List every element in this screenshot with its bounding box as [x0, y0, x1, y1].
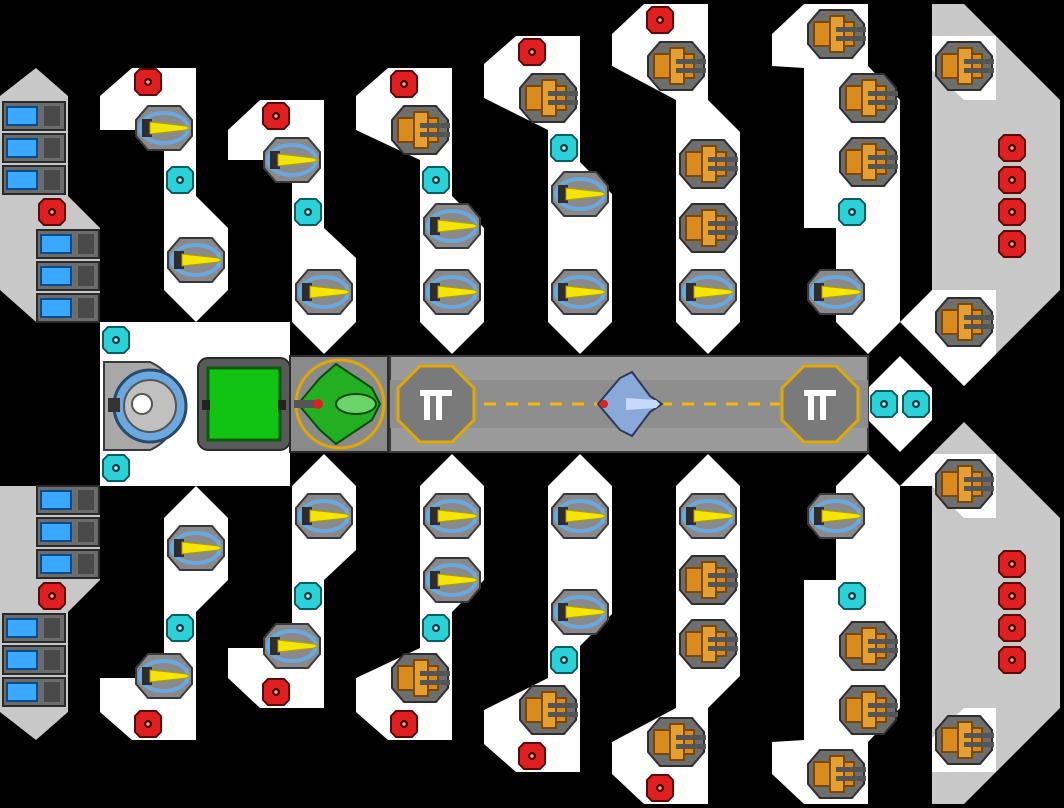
armor-node-icon[interactable]: [38, 198, 66, 226]
cannon-turret-icon[interactable]: [519, 685, 579, 735]
thruster-node-icon[interactable]: [550, 646, 578, 674]
landing-pad-icon[interactable]: [396, 364, 476, 444]
thruster-node-icon[interactable]: [902, 390, 930, 418]
landing-pad-icon[interactable]: [780, 364, 860, 444]
battery-icon[interactable]: [2, 165, 66, 195]
cannon-turret-icon[interactable]: [839, 685, 899, 735]
laser-turret-icon[interactable]: [262, 136, 322, 184]
laser-turret-icon[interactable]: [294, 268, 354, 316]
thruster-node-icon[interactable]: [294, 198, 322, 226]
cannon-turret-icon[interactable]: [807, 749, 867, 799]
cannon-turret-icon[interactable]: [647, 717, 707, 767]
laser-turret-icon[interactable]: [550, 492, 610, 540]
thruster-node-icon[interactable]: [422, 614, 450, 642]
thruster-node-icon[interactable]: [838, 582, 866, 610]
laser-turret-icon[interactable]: [422, 202, 482, 250]
thruster-node-icon[interactable]: [870, 390, 898, 418]
armor-node-icon[interactable]: [998, 166, 1026, 194]
cannon-turret-icon[interactable]: [807, 9, 867, 59]
laser-turret-icon[interactable]: [550, 588, 610, 636]
cannon-turret-icon[interactable]: [679, 139, 739, 189]
green-fighter-icon[interactable]: [294, 362, 382, 446]
armor-node-icon[interactable]: [998, 646, 1026, 674]
battery-icon[interactable]: [2, 101, 66, 131]
battery-icon[interactable]: [36, 261, 100, 291]
battery-icon[interactable]: [2, 645, 66, 675]
laser-turret-icon[interactable]: [678, 492, 738, 540]
blue-starfighter-icon[interactable]: [596, 370, 664, 438]
laser-turret-icon[interactable]: [806, 268, 866, 316]
armor-node-icon[interactable]: [390, 70, 418, 98]
runway: [389, 355, 869, 453]
laser-turret-icon[interactable]: [294, 492, 354, 540]
armor-node-icon[interactable]: [390, 710, 418, 738]
armor-node-icon[interactable]: [998, 614, 1026, 642]
cannon-turret-icon[interactable]: [391, 105, 451, 155]
cannon-turret-icon[interactable]: [647, 41, 707, 91]
armor-node-icon[interactable]: [262, 102, 290, 130]
cannon-turret-icon[interactable]: [839, 621, 899, 671]
core-section: [103, 355, 389, 453]
cannon-turret-icon[interactable]: [679, 203, 739, 253]
armor-node-icon[interactable]: [262, 678, 290, 706]
core-reactor-icon[interactable]: [103, 361, 188, 451]
battery-icon[interactable]: [2, 613, 66, 643]
green-crate-icon[interactable]: [197, 357, 291, 451]
cannon-turret-icon[interactable]: [935, 459, 995, 509]
thruster-node-icon[interactable]: [294, 582, 322, 610]
thruster-node-icon[interactable]: [166, 166, 194, 194]
laser-turret-icon[interactable]: [422, 268, 482, 316]
laser-turret-icon[interactable]: [134, 652, 194, 700]
armor-node-icon[interactable]: [518, 742, 546, 770]
laser-turret-icon[interactable]: [134, 104, 194, 152]
laser-turret-icon[interactable]: [806, 492, 866, 540]
thruster-node-icon[interactable]: [102, 326, 130, 354]
armor-node-icon[interactable]: [134, 68, 162, 96]
armor-node-icon[interactable]: [998, 230, 1026, 258]
battery-icon[interactable]: [36, 549, 100, 579]
cannon-turret-icon[interactable]: [935, 715, 995, 765]
armor-node-icon[interactable]: [998, 582, 1026, 610]
cannon-turret-icon[interactable]: [679, 619, 739, 669]
armor-node-icon[interactable]: [646, 6, 674, 34]
thruster-node-icon[interactable]: [166, 614, 194, 642]
armor-node-icon[interactable]: [998, 134, 1026, 162]
thruster-node-icon[interactable]: [422, 166, 450, 194]
battery-icon[interactable]: [2, 677, 66, 707]
battery-icon[interactable]: [36, 229, 100, 259]
laser-turret-icon[interactable]: [550, 170, 610, 218]
thruster-node-icon[interactable]: [838, 198, 866, 226]
cannon-turret-icon[interactable]: [935, 41, 995, 91]
laser-turret-icon[interactable]: [166, 524, 226, 572]
laser-turret-icon[interactable]: [262, 622, 322, 670]
cannon-turret-icon[interactable]: [839, 137, 899, 187]
battery-icon[interactable]: [36, 485, 100, 515]
cannon-turret-icon[interactable]: [391, 653, 451, 703]
laser-turret-icon[interactable]: [166, 236, 226, 284]
armor-node-icon[interactable]: [134, 710, 162, 738]
battery-icon[interactable]: [36, 293, 100, 323]
cannon-turret-icon[interactable]: [519, 73, 579, 123]
laser-turret-icon[interactable]: [550, 268, 610, 316]
armor-node-icon[interactable]: [646, 774, 674, 802]
thruster-node-icon[interactable]: [550, 134, 578, 162]
laser-turret-icon[interactable]: [422, 492, 482, 540]
battery-icon[interactable]: [2, 133, 66, 163]
armor-node-icon[interactable]: [998, 550, 1026, 578]
cannon-turret-icon[interactable]: [679, 555, 739, 605]
laser-turret-icon[interactable]: [678, 268, 738, 316]
thruster-node-icon[interactable]: [102, 454, 130, 482]
armor-node-icon[interactable]: [518, 38, 546, 66]
battery-icon[interactable]: [36, 517, 100, 547]
cannon-turret-icon[interactable]: [839, 73, 899, 123]
cannon-turret-icon[interactable]: [935, 297, 995, 347]
armor-node-icon[interactable]: [998, 198, 1026, 226]
laser-turret-icon[interactable]: [422, 556, 482, 604]
armor-node-icon[interactable]: [38, 582, 66, 610]
